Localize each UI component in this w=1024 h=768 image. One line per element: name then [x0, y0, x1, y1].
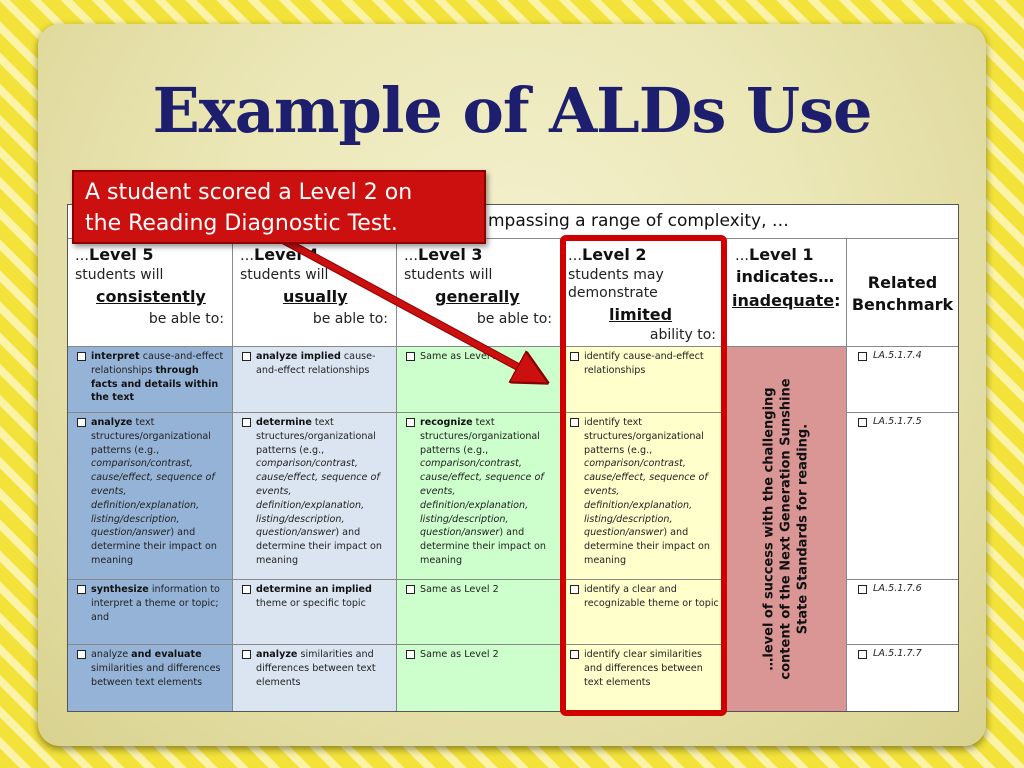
alds-table: mpassing a range of complexity, … …Level… — [67, 204, 959, 712]
level3-row3-cell: Same as Level 2 — [397, 580, 560, 645]
benchmark-row1: LA.5.1.7.4 — [847, 347, 958, 413]
benchmark-heading-1: Related — [867, 273, 938, 292]
benchmark-header: Related Benchmark — [847, 239, 958, 347]
checkbox-icon — [858, 650, 867, 659]
checkbox-icon — [858, 352, 867, 361]
level3-row1-cell: Same as Level 2 — [397, 347, 560, 413]
level5-subtext: students will — [75, 267, 164, 283]
level2-able: ability to: — [649, 327, 716, 343]
level5-able: be able to: — [148, 311, 224, 327]
level4-row2-cell: determine text structures/organizational… — [233, 413, 396, 580]
level2-row3-cell: identify a clear and recognizable theme … — [561, 580, 724, 645]
level5-row2-cell: analyze text structures/organizational p… — [68, 413, 232, 580]
level2-highlight-box — [560, 235, 727, 716]
checkbox-icon — [570, 650, 579, 659]
checkbox-icon — [242, 418, 251, 427]
level1-description: …level of success with the challenging c… — [761, 378, 810, 680]
checkbox-icon — [570, 352, 579, 361]
level2-heading: Level 2 — [582, 245, 647, 264]
level1-header: …Level 1 indicates… inadequate: — [725, 239, 846, 347]
benchmark-heading-2: Benchmark — [851, 295, 954, 314]
checkbox-icon — [406, 650, 415, 659]
level4-heading: Level 4 — [254, 245, 319, 264]
level4-able: be able to: — [312, 311, 388, 327]
checkbox-icon — [858, 585, 867, 594]
student-score-callout: A student scored a Level 2 on the Readin… — [72, 170, 486, 244]
level1-subtext: indicates… — [736, 267, 835, 286]
slide-title: Example of ALDs Use — [152, 74, 873, 147]
checkbox-icon — [77, 650, 86, 659]
checkbox-icon — [858, 418, 867, 427]
level5-heading: Level 5 — [89, 245, 154, 264]
callout-line-2: the Reading Diagnostic Test. — [85, 211, 398, 236]
checkbox-icon — [570, 418, 579, 427]
level4-subtext: students will — [240, 267, 329, 283]
benchmark-row2: LA.5.1.7.5 — [847, 413, 958, 580]
level2-row1-cell: identify cause-and-effect relationships — [561, 347, 724, 413]
level2-row4-cell: identify clear similarities and differen… — [561, 645, 724, 711]
level2-subtext-2: demonstrate — [568, 285, 658, 301]
level1-keyword: inadequate — [732, 291, 835, 310]
level1-column: …Level 1 indicates… inadequate: …level o… — [725, 239, 847, 711]
level2-header: …Level 2 students may demonstrate limite… — [561, 239, 724, 347]
level2-row2-cell: identify text structures/organizational … — [561, 413, 724, 580]
benchmark-row4: LA.5.1.7.7 — [847, 645, 958, 711]
checkbox-icon — [242, 650, 251, 659]
benchmark-row3: LA.5.1.7.6 — [847, 580, 958, 645]
level1-merged-cell: …level of success with the challenging c… — [725, 347, 846, 711]
level3-row2-cell: recognize text structures/organizational… — [397, 413, 560, 580]
checkbox-icon — [570, 585, 579, 594]
level4-row4-cell: analyze similarities and differences bet… — [233, 645, 396, 711]
level1-heading: Level 1 — [749, 245, 814, 264]
callout-line-1: A student scored a Level 2 on — [85, 180, 413, 205]
checkbox-icon — [242, 352, 251, 361]
level5-row1-cell: interpret cause-and-effect relationships… — [68, 347, 232, 413]
level3-heading: Level 3 — [418, 245, 483, 264]
level5-row4-cell: analyze and evaluate similarities and di… — [68, 645, 232, 711]
checkbox-icon — [77, 585, 86, 594]
level3-row4-cell: Same as Level 2 — [397, 645, 560, 711]
level3-subtext: students will — [404, 267, 493, 283]
level4-header: …Level 4 students will usually be able t… — [233, 239, 396, 347]
level5-row3-cell: synthesize information to interpret a th… — [68, 580, 232, 645]
level4-keyword: usually — [283, 287, 348, 306]
level3-column: …Level 3 students will generally be able… — [397, 239, 561, 711]
level4-row3-cell: determine an implied theme or specific t… — [233, 580, 396, 645]
level5-column: …Level 5 students will consistently be a… — [68, 239, 233, 711]
level5-keyword: consistently — [96, 287, 206, 306]
level5-header: …Level 5 students will consistently be a… — [68, 239, 232, 347]
checkbox-icon — [406, 585, 415, 594]
level4-row1-cell: analyze implied cause-and-effect relatio… — [233, 347, 396, 413]
level3-header: …Level 3 students will generally be able… — [397, 239, 560, 347]
checkbox-icon — [77, 352, 86, 361]
checkbox-icon — [77, 418, 86, 427]
level4-column: …Level 4 students will usually be able t… — [233, 239, 397, 711]
level3-keyword: generally — [435, 287, 520, 306]
level2-keyword: limited — [609, 305, 673, 324]
level3-able: be able to: — [476, 311, 552, 327]
checkbox-icon — [242, 585, 251, 594]
benchmark-column: Related Benchmark LA.5.1.7.4 LA.5.1.7.5 … — [847, 239, 958, 711]
checkbox-icon — [406, 418, 415, 427]
checkbox-icon — [406, 352, 415, 361]
level2-subtext: students may — [568, 267, 664, 283]
